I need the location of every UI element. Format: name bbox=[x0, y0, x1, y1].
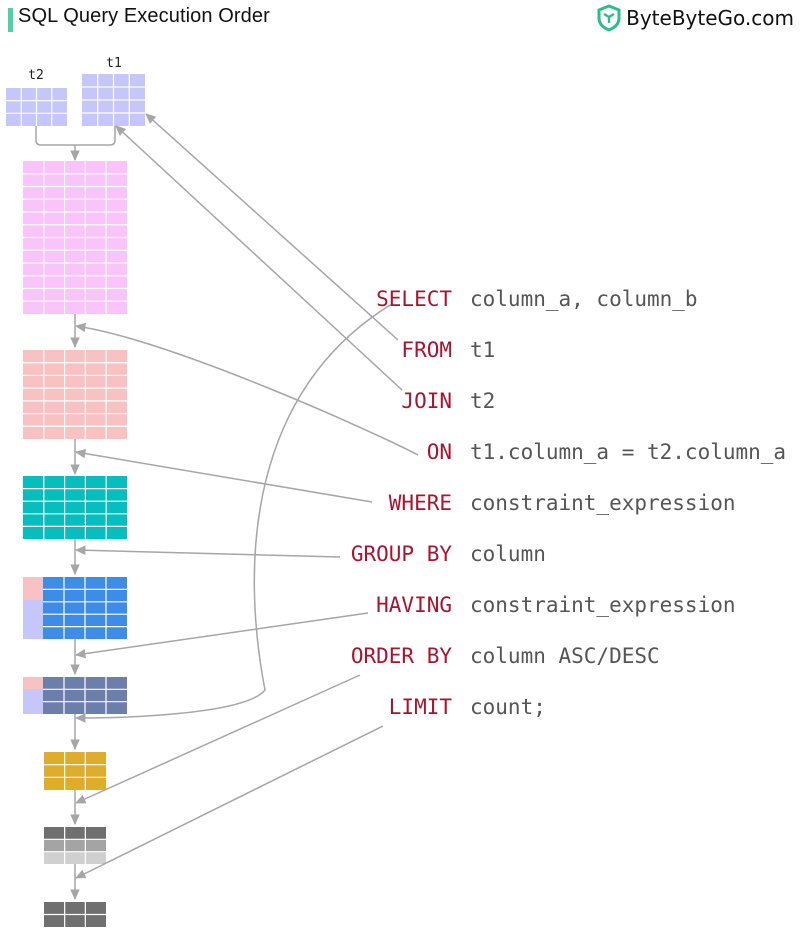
having-table-grid bbox=[43, 677, 127, 714]
clause-keyword-join: JOIN bbox=[401, 389, 452, 413]
limited-table-grid bbox=[44, 902, 106, 927]
selected-table-grid bbox=[44, 752, 106, 790]
where-filtered-table-grid bbox=[23, 476, 127, 539]
clause-keyword-limit: LIMIT bbox=[389, 695, 453, 719]
brand-name: ByteByteGo.com bbox=[626, 6, 794, 30]
page-title: SQL Query Execution Order bbox=[18, 5, 270, 27]
brand: ByteByteGo.com bbox=[596, 4, 794, 32]
group-by-arrow bbox=[74, 545, 341, 558]
clause-expression-on: t1.column_a = t2.column_a bbox=[470, 440, 786, 464]
select-arrow bbox=[74, 303, 393, 723]
clause-expression-select: column_a, column_b bbox=[470, 287, 698, 311]
clause-arrows bbox=[74, 113, 419, 879]
on-filtered-table-grid bbox=[23, 350, 127, 439]
ordered-table-grid bbox=[44, 827, 106, 864]
header-accent-bar bbox=[8, 8, 13, 32]
having-key-cell-2 bbox=[23, 689, 43, 714]
clause-keyword-group-by: GROUP BY bbox=[351, 542, 453, 566]
clause-expression-order-by: column ASC/DESC bbox=[470, 644, 660, 668]
clause-keyword-where: WHERE bbox=[389, 491, 452, 515]
clause-expression-where: constraint_expression bbox=[470, 491, 736, 515]
joined-table-grid bbox=[23, 161, 127, 314]
clause-keyword-on: ON bbox=[427, 440, 452, 464]
table-label-t1: t1 bbox=[106, 56, 122, 71]
table-t1-grid bbox=[82, 74, 145, 126]
clause-expression-from: t1 bbox=[470, 338, 495, 362]
clause-expression-having: constraint_expression bbox=[470, 593, 736, 617]
clause-keyword-order-by: ORDER BY bbox=[351, 644, 453, 668]
bytebytego-logo-icon bbox=[597, 4, 621, 32]
table-t2-grid bbox=[6, 88, 67, 126]
order-by-arrow bbox=[75, 674, 361, 804]
on-arrow bbox=[74, 322, 419, 456]
from-arrow bbox=[145, 113, 399, 341]
group-key-cell-1 bbox=[23, 577, 43, 600]
join-arrow bbox=[115, 125, 403, 391]
clause-keyword-having: HAVING bbox=[376, 593, 452, 617]
clause-expression-group-by: column bbox=[470, 542, 546, 566]
clause-keyword-from: FROM bbox=[401, 338, 452, 362]
clause-keyword-select: SELECT bbox=[376, 287, 452, 311]
having-arrow bbox=[74, 612, 369, 659]
clause-expression-join: t2 bbox=[470, 389, 495, 413]
limit-arrow bbox=[75, 725, 384, 879]
grouped-table-grid bbox=[43, 577, 127, 639]
where-arrow bbox=[74, 448, 373, 503]
group-key-cell-2 bbox=[23, 600, 43, 639]
having-key-cell-1 bbox=[23, 677, 43, 689]
flow-connectors bbox=[35, 126, 116, 901]
clause-expression-limit: count; bbox=[470, 695, 546, 719]
table-label-t2: t2 bbox=[28, 68, 44, 83]
